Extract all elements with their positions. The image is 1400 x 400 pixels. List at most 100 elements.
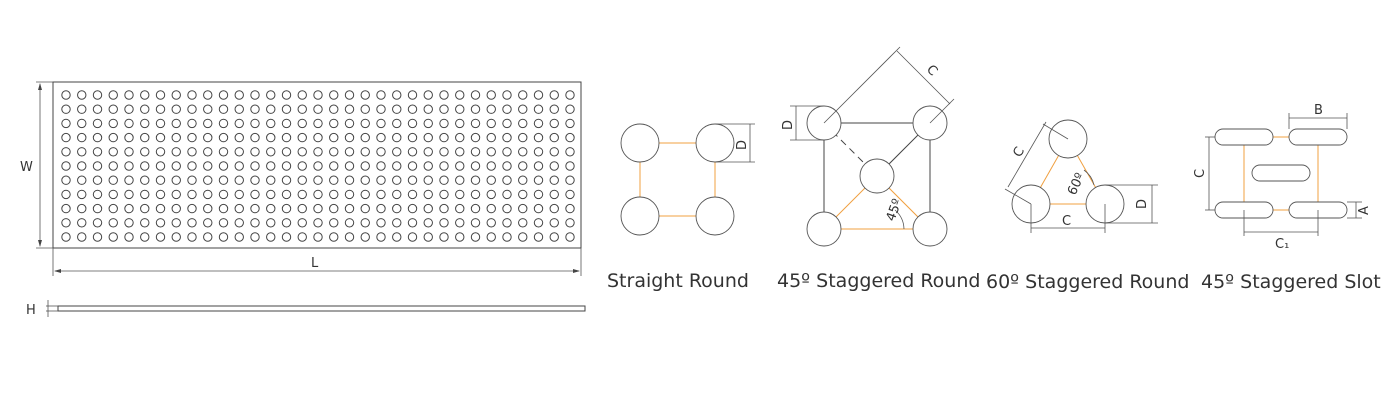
staggered-60-round-caption: 60º Staggered Round — [986, 271, 1189, 293]
sheet-hole — [297, 218, 307, 228]
sheet-hole — [565, 132, 575, 143]
sheet-hole — [329, 161, 339, 171]
sheet-hole — [266, 104, 276, 114]
sheet-hole — [171, 218, 181, 228]
sheet-hole — [124, 147, 134, 157]
sheet-hole — [203, 232, 213, 242]
sheet-hole — [77, 232, 87, 242]
sheet-hole — [250, 232, 260, 242]
sheet-hole — [455, 175, 465, 185]
sheet-hole — [565, 175, 575, 185]
sheet-hole — [266, 175, 276, 185]
sheet-hole — [250, 175, 260, 185]
sheet-hole — [218, 189, 229, 200]
sheet-hole — [203, 161, 213, 171]
sheet-hole — [518, 90, 528, 100]
sheet-hole — [329, 218, 339, 228]
sheet-hole — [376, 132, 386, 143]
sheet-hole — [218, 218, 229, 228]
sheet-hole — [533, 132, 544, 143]
sheet-hole — [565, 104, 575, 114]
sheet-hole — [486, 147, 496, 157]
sheet-hole — [392, 161, 402, 171]
sheet-hole — [171, 90, 181, 100]
sheet-hole — [549, 147, 559, 157]
sheet-hole — [439, 203, 449, 214]
sheet-hole — [329, 203, 339, 214]
sheet-hole — [281, 147, 292, 157]
sheet-hole — [61, 203, 71, 214]
sheet-hole — [218, 232, 229, 242]
sheet-hole — [502, 132, 512, 143]
sheet-hole — [77, 189, 87, 200]
sheet-hole — [439, 189, 449, 200]
sheet-hole — [470, 232, 481, 242]
sheet-hole — [297, 189, 307, 200]
perforated-sheet: W L H — [20, 81, 586, 318]
sheet-hole — [407, 203, 418, 214]
sheet-hole — [218, 132, 229, 143]
sheet-hole — [344, 232, 355, 242]
sheet-hole — [313, 175, 323, 185]
sheet-hole — [77, 203, 87, 214]
sheet-hole — [92, 118, 103, 129]
sheet-hole — [218, 147, 229, 157]
sheet-hole — [376, 232, 386, 242]
sheet-hole — [281, 232, 292, 242]
sheet-hole — [234, 90, 244, 100]
sheet-hole — [313, 147, 323, 157]
sheet-hole — [266, 118, 276, 129]
sheet-hole — [281, 161, 292, 171]
sheet-hole — [92, 218, 103, 228]
sheet-hole — [234, 218, 244, 228]
sheet-hole — [281, 104, 292, 114]
sheet-hole — [281, 175, 292, 185]
sheet-hole — [329, 118, 339, 129]
sheet-hole — [234, 175, 244, 185]
sheet-hole — [360, 218, 370, 228]
sheet-hole — [171, 118, 181, 129]
sheet-hole — [124, 218, 134, 228]
sheet-hole — [565, 147, 575, 157]
sheet-hole — [455, 232, 465, 242]
sheet-hole — [187, 104, 197, 114]
sheet-hole — [124, 118, 134, 129]
straight-dim-d: D — [735, 140, 750, 150]
sheet-hole — [439, 161, 449, 171]
sheet-hole — [124, 203, 134, 214]
sheet-hole — [533, 232, 544, 242]
staggered45-dim-d: D — [781, 120, 796, 130]
sheet-hole — [518, 118, 528, 129]
sheet-hole — [502, 118, 512, 129]
sheet-hole — [250, 118, 260, 129]
sheet-hole — [234, 161, 244, 171]
sheet-hole — [61, 90, 71, 100]
sheet-hole — [140, 90, 150, 100]
sheet-hole — [203, 218, 213, 228]
sheet-hole — [423, 175, 433, 185]
sheet-hole — [376, 218, 386, 228]
sheet-hole — [533, 104, 544, 114]
sheet-hole — [266, 147, 276, 157]
sheet-hole — [470, 189, 481, 200]
sheet-hole — [187, 232, 197, 242]
sheet-hole — [124, 104, 134, 114]
sheet-hole — [439, 104, 449, 114]
sheet-hole — [486, 90, 496, 100]
sheet-hole — [234, 203, 244, 214]
sheet-hole — [549, 203, 559, 214]
sheet-hole — [140, 232, 150, 242]
sheet-hole — [61, 104, 71, 114]
sheet-hole — [108, 90, 118, 100]
sheet-hole — [250, 203, 260, 214]
sheet-hole — [77, 161, 87, 171]
sheet-hole — [392, 232, 402, 242]
sheet-hole — [266, 232, 276, 242]
sheet-hole — [77, 147, 87, 157]
sheet-hole — [470, 175, 481, 185]
sheet-hole — [407, 90, 418, 100]
sheet-hole — [518, 175, 528, 185]
staggered60-dim-d: D — [1135, 199, 1150, 209]
sheet-hole — [297, 90, 307, 100]
sheet-hole — [108, 147, 118, 157]
